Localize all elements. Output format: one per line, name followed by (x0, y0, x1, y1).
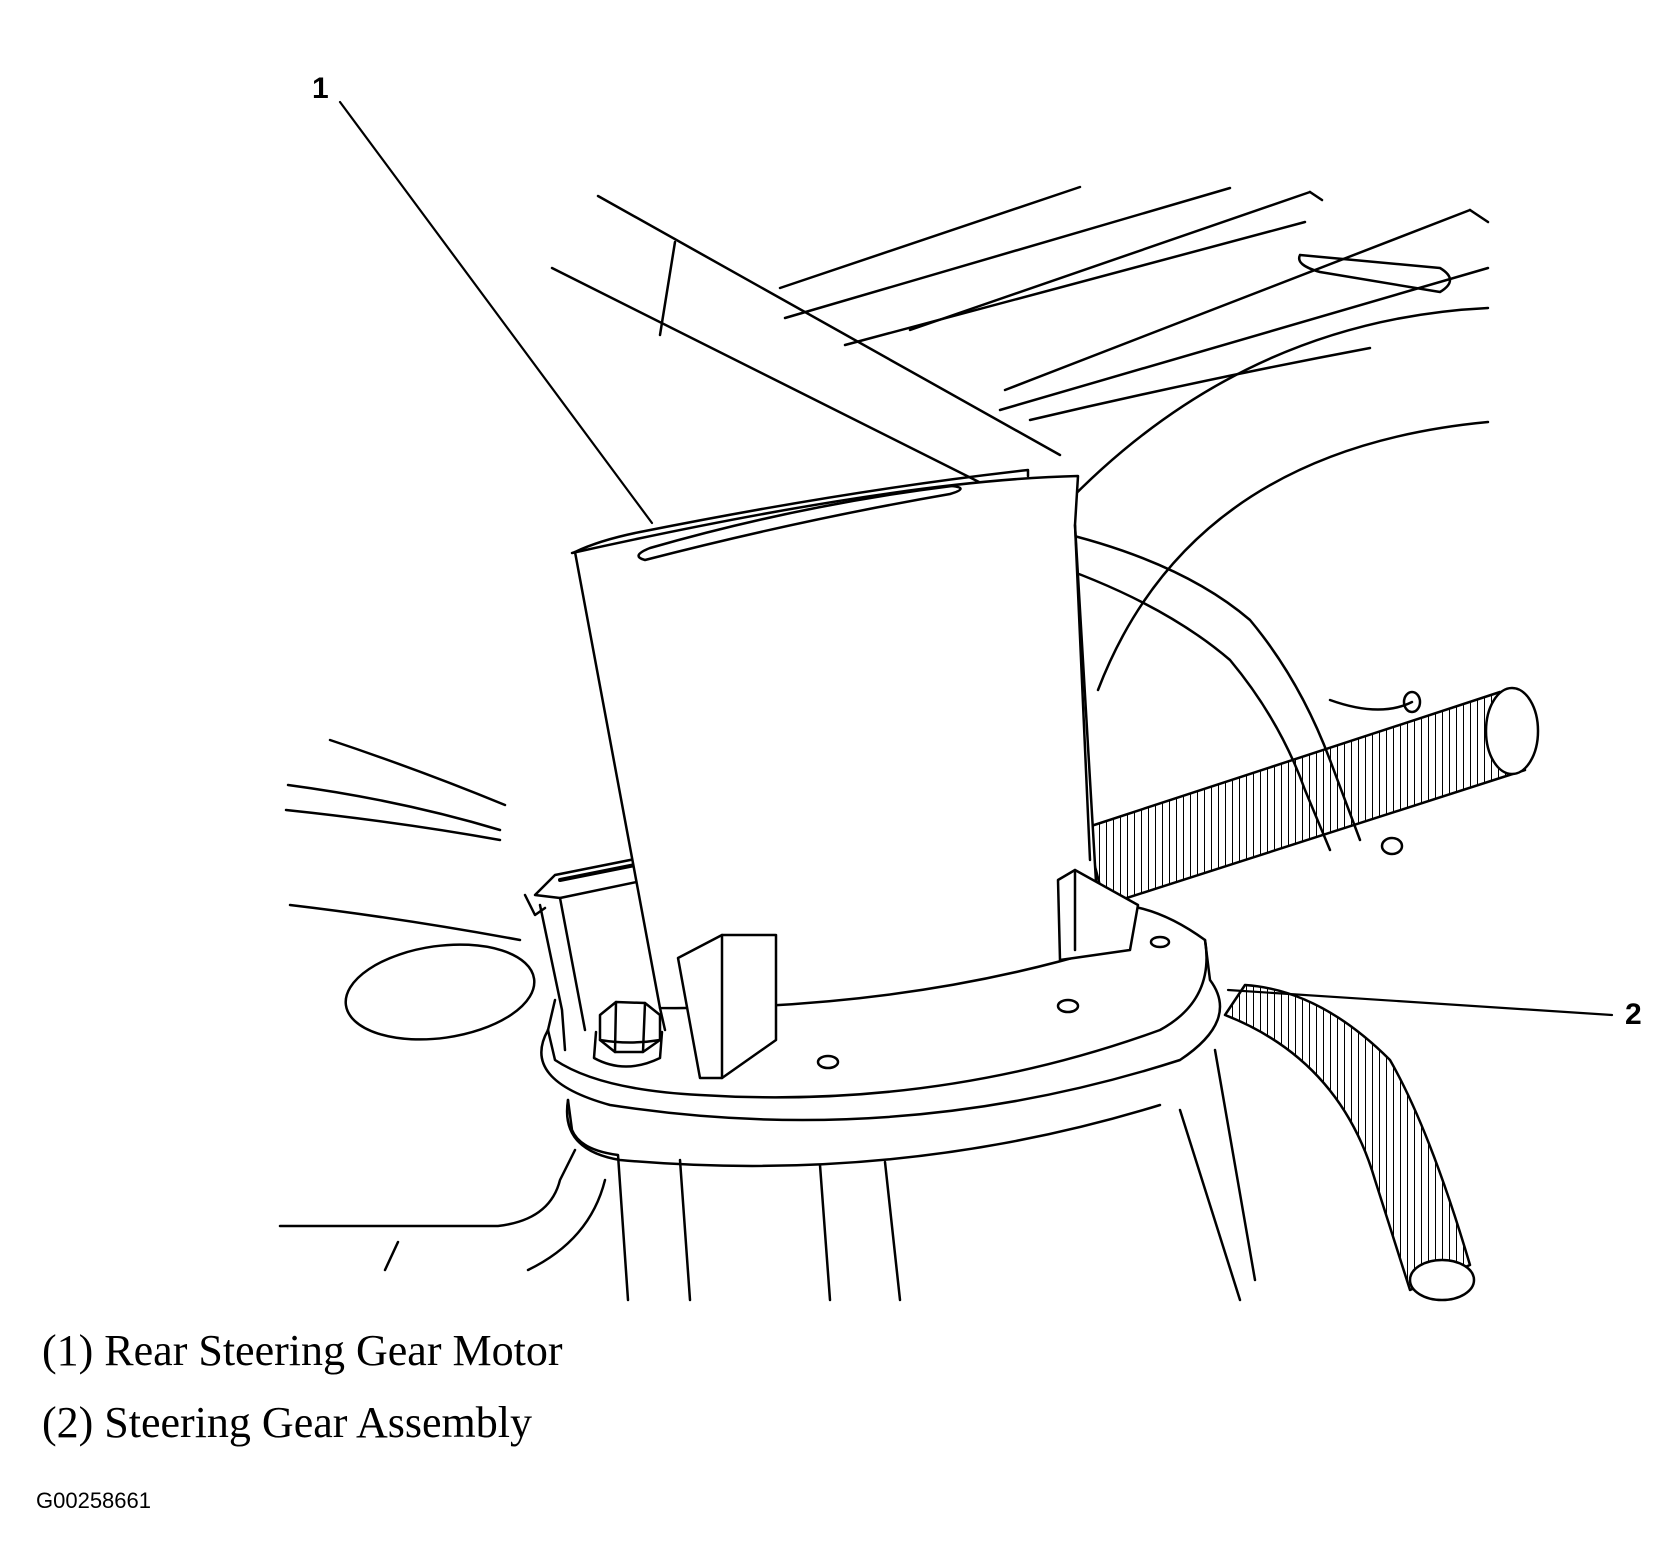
motor-mounting-tabs (676, 868, 1140, 1080)
callout-leader-lines (338, 100, 1614, 1017)
leader-line-1 (338, 100, 654, 525)
callout-number-1: 1 (312, 72, 329, 105)
access-hole (344, 943, 536, 1041)
steering-gear-housing (565, 1048, 1257, 1302)
steering-gear-motor-illustration (278, 100, 1614, 1302)
corrugated-conduit-lower (1223, 983, 1476, 1302)
leader-line-2 (1226, 988, 1614, 1017)
body-panel-contours (278, 738, 607, 1272)
rear-steering-gear-motor (570, 468, 1102, 1032)
motor-wiring (1038, 528, 1422, 856)
legend-item-rear-steering-gear-motor: (1) Rear Steering Gear Motor (42, 1326, 563, 1375)
callout-number-2: 2 (1625, 998, 1642, 1031)
hex-bolt (592, 1000, 664, 1068)
figure-identifier: G00258661 (36, 1488, 151, 1513)
vehicle-frame-background (550, 185, 1490, 692)
corrugated-conduit-upper (1083, 686, 1540, 907)
legend-item-steering-gear-assembly: (2) Steering Gear Assembly (42, 1398, 532, 1447)
